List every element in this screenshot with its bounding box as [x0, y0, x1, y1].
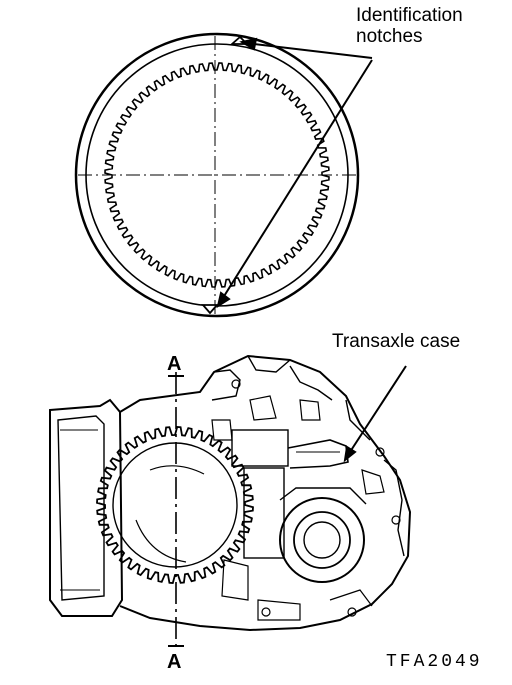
case-bearing-inner [293, 511, 351, 569]
identification-label-line2: notches [356, 25, 423, 47]
section-label-bottom: A [167, 651, 182, 673]
case-bearing-outer [279, 497, 365, 583]
transaxle-case [49, 354, 412, 632]
case-outline [119, 354, 412, 632]
figure-code: TFA2049 [386, 652, 483, 672]
identification-notch-bottom [201, 304, 219, 315]
transaxle-case-label: Transaxle case [332, 331, 461, 352]
identification-notches-label: Identification notches [356, 5, 463, 48]
identification-label-line1: Identification [356, 5, 463, 26]
plate-outer-ring [74, 32, 360, 318]
notch-leader-lines [216, 37, 373, 309]
plate-center-lines [78, 36, 358, 318]
case-left-flange [49, 398, 124, 617]
section-label-top: A [167, 353, 182, 375]
case-leader-line [343, 365, 407, 463]
section-line-a-a [168, 372, 184, 650]
case-differential-gear [96, 426, 254, 584]
